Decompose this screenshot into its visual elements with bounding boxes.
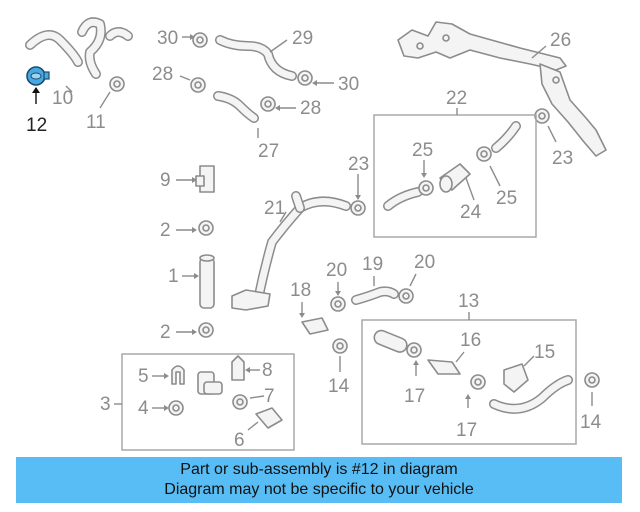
label-17-right: 17 [456, 420, 477, 441]
clamp-2-top [198, 220, 214, 236]
clamp-14-right [584, 372, 600, 388]
label-22: 22 [446, 88, 467, 109]
label-16: 16 [460, 330, 481, 351]
banner-line-1: Part or sub-assembly is #12 in diagram [180, 461, 458, 478]
valve-24 [439, 163, 471, 193]
label-20-left: 20 [326, 260, 347, 281]
label-1: 1 [168, 266, 179, 287]
label-3: 3 [100, 394, 111, 415]
clamp-28-right [260, 96, 276, 112]
clamp-30-top [192, 32, 208, 48]
clamp-25-left [418, 180, 434, 196]
label-19: 19 [362, 254, 383, 275]
washer-7 [232, 394, 248, 410]
pipe-21 [231, 191, 351, 311]
label-23-left: 23 [348, 154, 369, 175]
label-2-bottom: 2 [160, 322, 171, 343]
clamp-12-highlighted [26, 66, 50, 86]
label-21: 21 [264, 198, 285, 219]
clamp-11 [109, 76, 125, 92]
subassembly-box-3 [121, 353, 295, 451]
label-2-top: 2 [160, 220, 171, 241]
clamp-23-left [350, 200, 366, 216]
label-25-right: 25 [496, 188, 517, 209]
label-23-right: 23 [552, 148, 573, 169]
label-26: 26 [550, 30, 571, 51]
label-8: 8 [262, 360, 273, 381]
clamp-25-right [476, 146, 492, 162]
label-12: 12 [26, 115, 47, 136]
label-11: 11 [86, 112, 106, 133]
fitting-9 [195, 165, 215, 193]
subassembly-box-22 [373, 114, 537, 238]
clamp-28-left [190, 77, 206, 93]
clamp-20-right [398, 288, 414, 304]
label-24: 24 [460, 202, 482, 223]
label-14-right: 14 [580, 412, 602, 433]
clamp-20-left [330, 296, 346, 312]
part-elbow [197, 371, 223, 395]
label-28-right: 28 [300, 98, 321, 119]
valve-16 [427, 359, 461, 375]
pipe-1 [199, 254, 215, 309]
label-6: 6 [234, 430, 245, 451]
hose-10 [25, 17, 133, 79]
bracket-26 [397, 21, 607, 157]
label-17-left: 17 [404, 386, 425, 407]
label-5: 5 [138, 366, 149, 387]
clamp-17-left [406, 342, 422, 358]
label-20-right: 20 [414, 252, 435, 273]
clamp-17-right [470, 374, 486, 390]
info-banner: Part or sub-assembly is #12 in diagram D… [16, 457, 622, 503]
clamp-14-mid [332, 338, 348, 354]
label-13: 13 [458, 291, 479, 312]
clamp-23-right [534, 108, 550, 124]
washer-4 [168, 400, 184, 416]
label-7: 7 [264, 386, 275, 407]
part-5 [171, 365, 185, 385]
part-15 [503, 363, 529, 393]
label-28-left: 28 [152, 64, 173, 85]
label-27: 27 [258, 141, 279, 162]
label-29: 29 [292, 28, 313, 49]
label-10: 10 [52, 88, 73, 109]
label-30-top: 30 [157, 28, 178, 49]
part-8 [231, 355, 245, 381]
part-18 [301, 317, 329, 335]
label-15: 15 [534, 342, 555, 363]
sensor-6 [255, 407, 283, 429]
label-25-left: 25 [412, 140, 433, 161]
clamp-2-bottom [198, 322, 214, 338]
label-18: 18 [290, 280, 311, 301]
label-4: 4 [138, 398, 149, 419]
banner-line-2: Diagram may not be specific to your vehi… [164, 481, 474, 498]
label-14-mid: 14 [328, 376, 350, 397]
pipe-13 [373, 329, 408, 353]
label-9: 9 [160, 170, 171, 191]
label-30-right: 30 [338, 74, 359, 95]
clamp-30-right [297, 70, 313, 86]
